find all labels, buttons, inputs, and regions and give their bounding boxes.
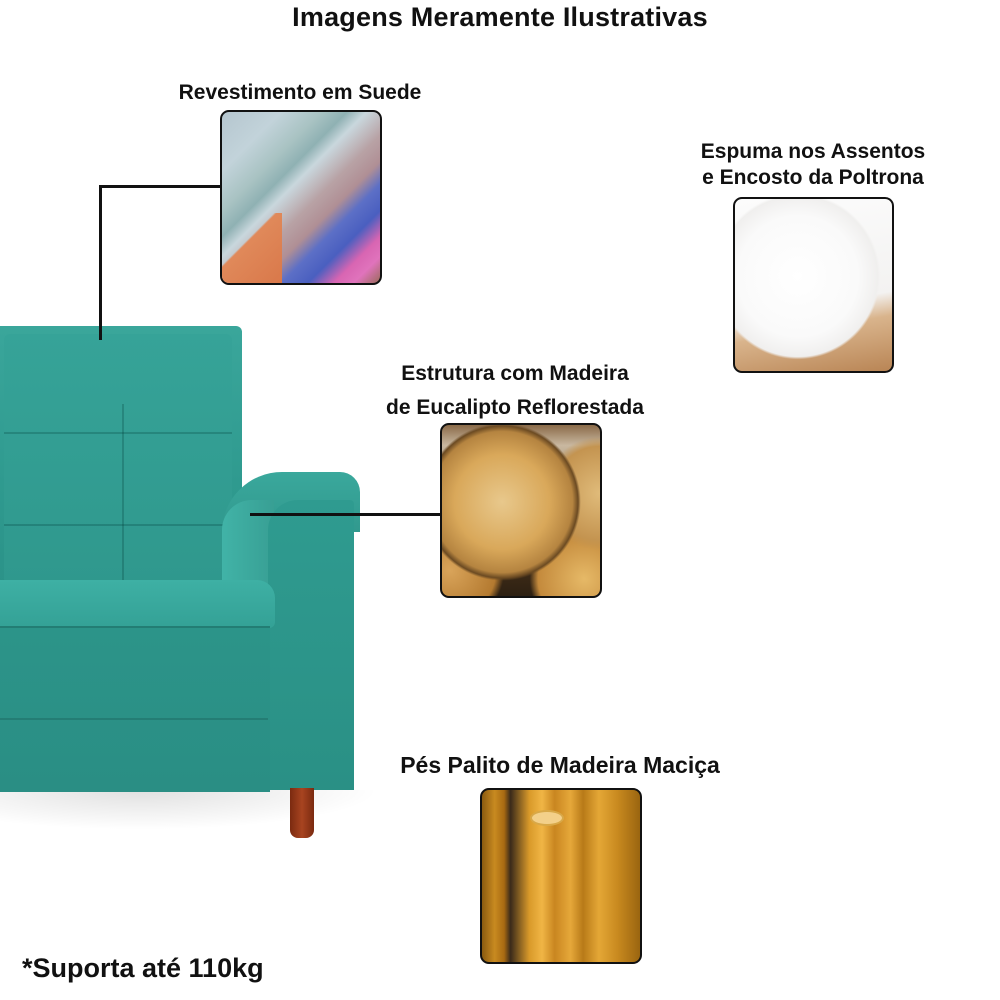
connector-line bbox=[250, 513, 441, 516]
tuft-seam bbox=[4, 524, 232, 526]
tuft-seam bbox=[4, 432, 232, 434]
chair-front-seam bbox=[0, 718, 268, 720]
chair-front-panel bbox=[0, 626, 270, 792]
feature-label-legs: Pés Palito de Madeira Maciça bbox=[360, 752, 760, 778]
chair-back-cushion bbox=[4, 334, 232, 584]
eucalyptus-logs-image bbox=[440, 423, 602, 598]
label-line: Espuma nos Assentos bbox=[700, 140, 926, 163]
connector-line bbox=[99, 185, 221, 188]
suede-fabric-image bbox=[220, 110, 382, 285]
chair-shadow bbox=[0, 790, 380, 830]
label-line: de Eucalipto Reflorestada bbox=[386, 396, 644, 419]
feature-label-foam: Espuma nos Assentos e Encosto da Poltron… bbox=[663, 139, 963, 191]
label-line: Pés Palito de Madeira Maciça bbox=[400, 752, 720, 778]
connector-line bbox=[99, 185, 102, 340]
chair-seat-cushion bbox=[0, 580, 275, 628]
chair-arm-side bbox=[268, 500, 354, 790]
label-line: Revestimento em Suede bbox=[178, 81, 422, 104]
foam-filling-image bbox=[733, 197, 894, 373]
feature-label-suede: Revestimento em Suede bbox=[150, 80, 450, 106]
label-line: e Encosto da Poltrona bbox=[702, 166, 924, 189]
tuft-seam bbox=[122, 404, 124, 584]
page-title: Imagens Meramente Ilustrativas bbox=[292, 2, 708, 32]
weight-capacity-note: *Suporta até 110kg bbox=[22, 953, 264, 983]
wood-legs-image bbox=[480, 788, 642, 964]
feature-label-wood: Estrutura com Madeira de Eucalipto Reflo… bbox=[360, 357, 670, 425]
label-line: Estrutura com Madeira bbox=[401, 362, 629, 385]
chair-leg bbox=[290, 788, 314, 838]
